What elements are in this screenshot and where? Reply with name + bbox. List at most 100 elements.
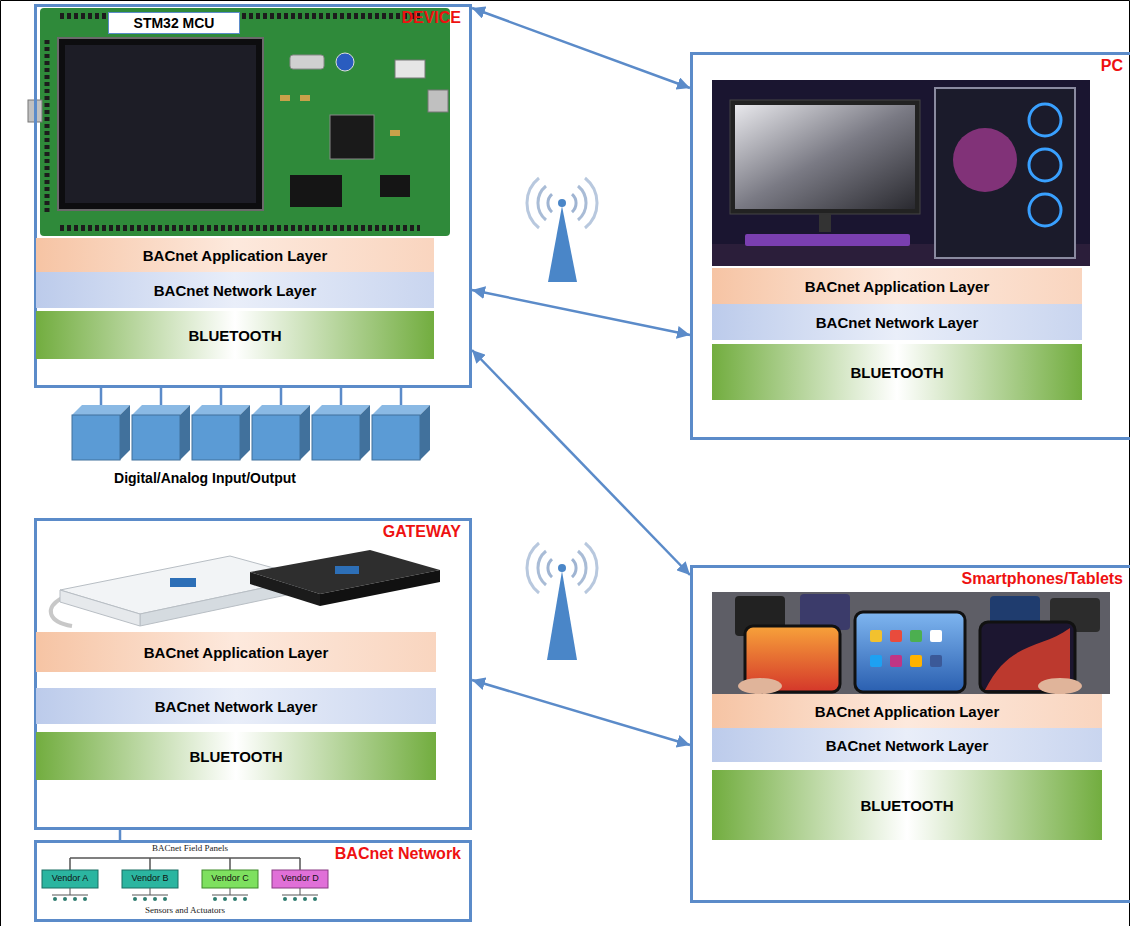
bluetooth-layer-band: BLUETOOTH (36, 311, 434, 359)
field-panel (202, 870, 258, 888)
crystal (290, 55, 324, 69)
component-panel: PC BACnet Application LayerBACnet Network… (690, 52, 1130, 440)
cube-front (312, 415, 360, 460)
pin-header (60, 225, 420, 231)
bacnet-network-sketch (42, 858, 328, 901)
app-icon (870, 630, 882, 642)
panel-title: GATEWAY (37, 521, 469, 541)
bus-line (70, 857, 300, 859)
app-icon (890, 655, 902, 667)
panel-title: PC (693, 55, 1130, 75)
io-cube (252, 405, 310, 460)
phones-picture (712, 592, 1110, 694)
potentiometer (336, 53, 354, 71)
cube-top (312, 405, 370, 415)
pc-case (935, 88, 1075, 258)
chip-label: STM32 MCU (108, 12, 240, 34)
vendor-name: Vendor A (52, 873, 89, 883)
link-arrow (472, 680, 690, 745)
sensor (53, 897, 57, 901)
monitor-stand (819, 214, 831, 232)
io-wire (220, 388, 223, 405)
photo-background (712, 80, 1090, 266)
link-arrow (472, 8, 690, 88)
sensor (223, 897, 227, 901)
gateway-logo (335, 566, 359, 574)
case-glow (953, 128, 1017, 192)
monitor-screen (735, 105, 915, 209)
io-wire (280, 388, 283, 405)
network-layer-band: BACnet Network Layer (712, 304, 1082, 340)
cube-front (252, 415, 300, 460)
io-cube (312, 405, 370, 460)
cube-side (420, 405, 430, 460)
application-layer-band: BACnet Application Layer (36, 238, 434, 272)
lcd-screen (58, 38, 263, 210)
sensor (63, 897, 67, 901)
pcb-board (40, 8, 450, 236)
application-layer-band: BACnet Application Layer (712, 268, 1082, 304)
gateway-white-side (60, 590, 140, 626)
panel-title: DEVICE (37, 7, 469, 27)
network-layer-band: BACnet Network Layer (36, 688, 436, 724)
bluetooth-layer-band: BLUETOOTH (36, 732, 436, 780)
sensor (163, 897, 167, 901)
layer-name: BLUETOOTH (189, 748, 282, 765)
link-arrow (119, 830, 122, 840)
network-layer-band: BACnet Network Layer (712, 728, 1102, 762)
case-fan (1029, 104, 1061, 136)
antenna-mast (547, 571, 577, 660)
sensor (293, 897, 297, 901)
wireless-antenna (527, 543, 597, 660)
case-fan (1029, 149, 1061, 181)
sensor-dots (53, 897, 317, 901)
bluetooth-layer-band: BLUETOOTH (712, 770, 1102, 840)
hand (1038, 678, 1082, 694)
cube-side (360, 405, 370, 460)
layer-name: BACnet Application Layer (143, 247, 327, 264)
usb-connector (428, 90, 448, 112)
wireless-antenna (527, 178, 597, 282)
sensor (283, 897, 287, 901)
keyboard (745, 234, 910, 246)
gateway-picture (51, 550, 440, 626)
io-cube (192, 405, 250, 460)
gateway-black-side (250, 572, 320, 606)
io-wire (160, 388, 163, 405)
io-wire (340, 388, 343, 405)
vendor-name: Vendor C (211, 873, 249, 883)
chip-name: STM32 MCU (134, 15, 215, 31)
sensor (83, 897, 87, 901)
antenna-tip (558, 564, 566, 572)
sensor (143, 897, 147, 901)
ic-chip (290, 175, 342, 207)
cube-front (132, 415, 180, 460)
smd-part (390, 130, 400, 136)
panel-title: Smartphones/Tablets (693, 568, 1130, 588)
cube-side (120, 405, 130, 460)
gateway-black-front (320, 570, 440, 606)
panel-title: BACnet Network (37, 843, 469, 863)
cube-front (72, 415, 120, 460)
lcd-glass (65, 45, 256, 203)
app-icon (870, 655, 882, 667)
network-note: Sensors and Actuators (145, 905, 225, 915)
sensor (73, 897, 77, 901)
app-icon (930, 655, 942, 667)
component-panel: BACnet Network (34, 840, 472, 922)
application-layer-band: BACnet Application Layer (712, 694, 1102, 728)
cube-side (300, 405, 310, 460)
layer-name: BACnet Network Layer (155, 698, 318, 715)
pc-picture (712, 80, 1090, 266)
mcu-chip (330, 115, 374, 159)
sensor (303, 897, 307, 901)
pin-header (45, 40, 50, 215)
cube-top (372, 405, 430, 415)
button (395, 60, 425, 78)
cube-side (180, 405, 190, 460)
io-cube (132, 405, 190, 460)
layer-name: BACnet Network Layer (826, 737, 989, 754)
antenna-mast (548, 206, 577, 282)
sensor (213, 897, 217, 901)
bus-drop (229, 858, 231, 870)
